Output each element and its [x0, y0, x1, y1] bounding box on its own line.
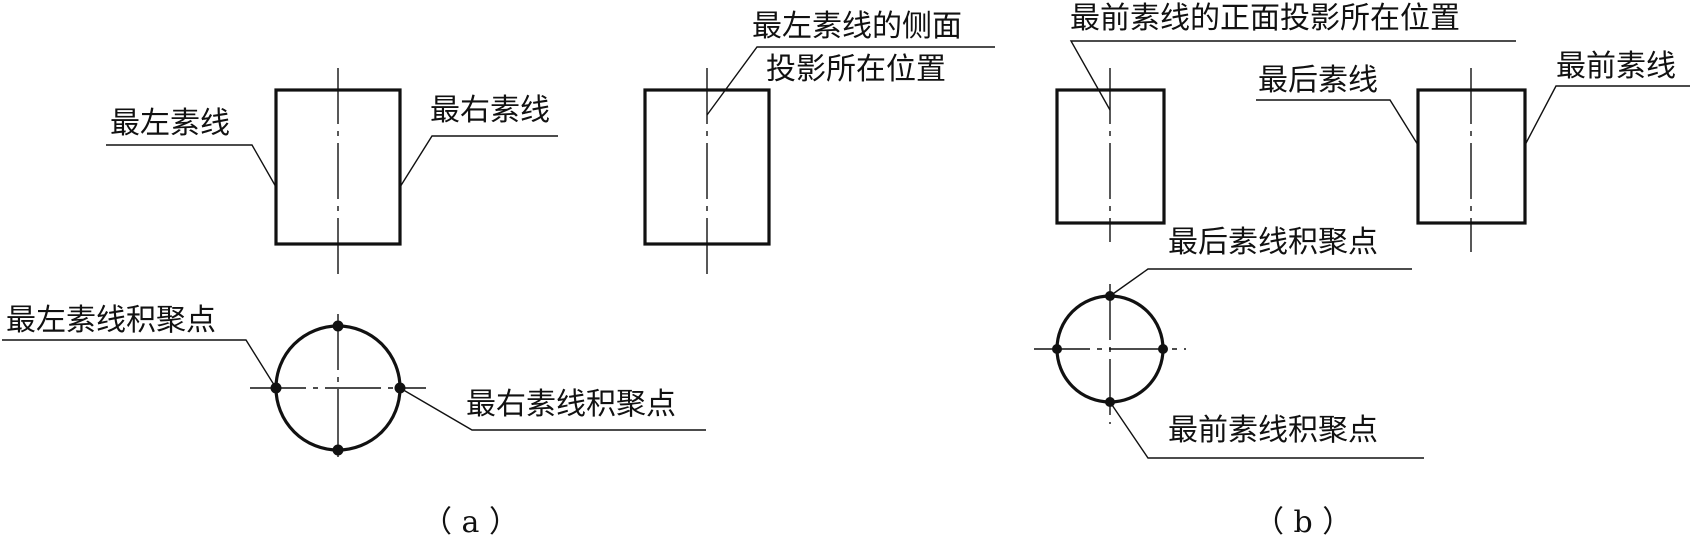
label-frontmost-line-front-projection: 最前素线的正面投影所在位置 — [1070, 1, 1460, 36]
label-rightmost-line: 最右素线 — [430, 93, 550, 128]
panel-b: 最前素线的正面投影所在位置 最后素线 最前素线 最后素线积聚点 最前素线积聚点 … — [1034, 1, 1690, 540]
point-back-a — [332, 320, 344, 332]
label-rightmost-point: 最右素线积聚点 — [466, 387, 676, 422]
label-leftmost-line: 最左素线 — [110, 106, 230, 141]
point-left-b — [1052, 344, 1062, 354]
leader-frontmost-line-front-projection — [1069, 40, 1516, 111]
label-frontmost-line: 最前素线 — [1556, 49, 1676, 84]
label-backmost-line: 最后素线 — [1258, 63, 1378, 98]
caption-a: （ a ） — [422, 505, 519, 540]
caption-b: （ b ） — [1254, 505, 1352, 540]
leader-left-line-side-projection — [706, 46, 995, 116]
leader-frontmost-line — [1524, 85, 1690, 146]
leader-leftmost-point — [2, 339, 277, 389]
label-side-projection-line1: 最左素线的侧面 — [752, 9, 962, 44]
point-right-b — [1158, 344, 1168, 354]
leader-backmost-line — [1256, 99, 1419, 146]
leader-backmost-point — [1109, 268, 1412, 297]
label-backmost-point: 最后素线积聚点 — [1168, 225, 1378, 260]
leader-rightmost-line — [399, 135, 558, 188]
label-side-projection-line2: 投影所在位置 — [766, 52, 946, 87]
label-leftmost-point: 最左素线积聚点 — [6, 303, 216, 338]
label-frontmost-point: 最前素线积聚点 — [1168, 413, 1378, 448]
leader-rightmost-point — [399, 387, 706, 431]
leader-leftmost-line — [106, 144, 277, 188]
panel-a: 最左素线 最右素线 最左素线的侧面 投影所在位置 最左素线积聚点 最右素线积聚点… — [2, 9, 995, 540]
leader-frontmost-point — [1109, 401, 1424, 459]
point-front-a — [332, 444, 344, 456]
